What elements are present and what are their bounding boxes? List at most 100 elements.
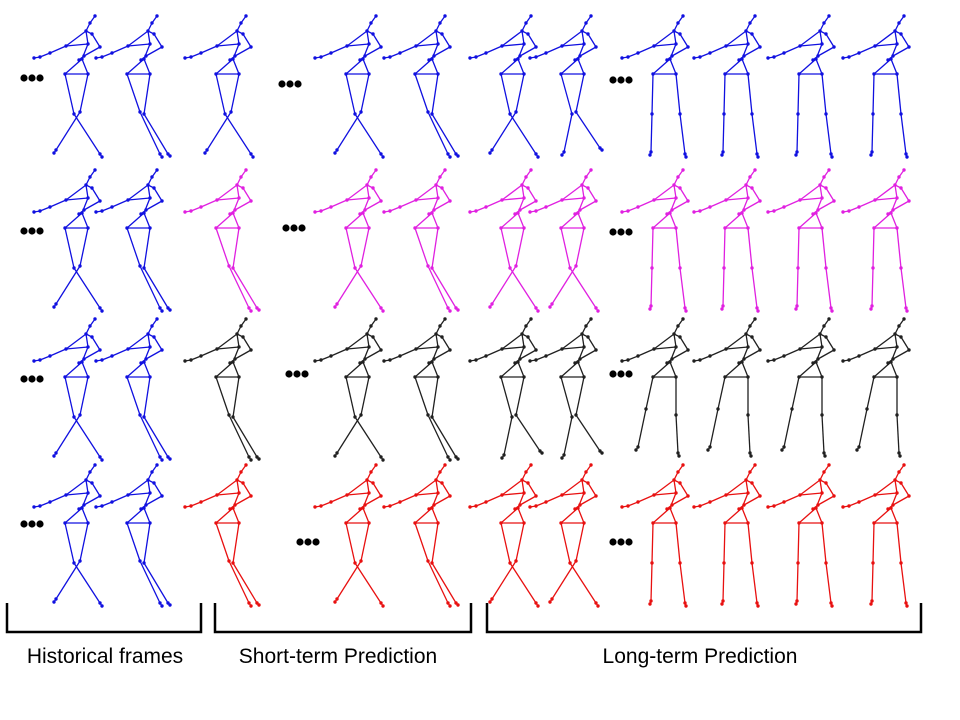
joint bbox=[237, 491, 241, 495]
bone bbox=[362, 58, 370, 75]
joint bbox=[345, 44, 349, 48]
joint bbox=[534, 348, 538, 352]
joint bbox=[138, 559, 142, 563]
bone bbox=[799, 346, 823, 350]
bone bbox=[143, 267, 169, 309]
bone bbox=[127, 197, 151, 201]
joint bbox=[379, 306, 383, 310]
skeleton-row-3-frame-11 bbox=[841, 317, 911, 458]
joint bbox=[580, 478, 584, 482]
bone bbox=[517, 361, 525, 378]
joint bbox=[594, 45, 598, 49]
bone bbox=[747, 414, 751, 454]
joint bbox=[239, 324, 243, 328]
bone bbox=[821, 73, 827, 115]
skeleton-row-3-frame-2 bbox=[94, 317, 172, 462]
joint bbox=[724, 493, 728, 497]
joint bbox=[484, 500, 488, 504]
joint bbox=[824, 32, 828, 36]
joint bbox=[344, 521, 348, 525]
bone bbox=[871, 562, 874, 602]
bone bbox=[815, 507, 823, 524]
joint bbox=[676, 470, 680, 474]
bone bbox=[519, 495, 537, 506]
bone bbox=[190, 206, 202, 212]
bone bbox=[725, 197, 749, 201]
joint bbox=[740, 211, 744, 215]
bone bbox=[354, 416, 382, 458]
joint bbox=[594, 348, 598, 352]
skeleton-row-2-frame-1 bbox=[32, 168, 104, 313]
bone bbox=[745, 333, 749, 348]
joint bbox=[436, 42, 440, 46]
joint bbox=[528, 505, 532, 509]
bone bbox=[190, 52, 202, 58]
joint bbox=[794, 153, 798, 157]
joint bbox=[678, 335, 682, 339]
bone bbox=[216, 184, 238, 201]
joint bbox=[72, 112, 76, 116]
bone bbox=[669, 212, 677, 229]
joint bbox=[367, 196, 371, 200]
joint bbox=[540, 451, 544, 455]
ellipsis-dot bbox=[625, 370, 633, 378]
bone bbox=[83, 200, 101, 211]
joint bbox=[895, 42, 899, 46]
joint bbox=[358, 507, 362, 511]
bone bbox=[360, 522, 370, 562]
bone bbox=[414, 522, 429, 562]
joint bbox=[203, 151, 207, 155]
joint bbox=[824, 112, 828, 116]
bone bbox=[501, 333, 523, 350]
joint bbox=[448, 348, 452, 352]
ellipsis-dot bbox=[617, 370, 625, 378]
skeleton-row-3-frame-3 bbox=[183, 317, 261, 462]
joint bbox=[871, 112, 875, 116]
joint bbox=[544, 354, 548, 358]
long-term-bracket bbox=[485, 603, 923, 634]
joint bbox=[772, 209, 776, 213]
joint bbox=[708, 51, 712, 55]
joint bbox=[371, 186, 375, 190]
joint bbox=[818, 478, 822, 482]
joint bbox=[897, 324, 901, 328]
joint bbox=[582, 196, 586, 200]
bone bbox=[796, 562, 799, 602]
bone bbox=[503, 416, 513, 456]
joint bbox=[570, 112, 574, 116]
joint bbox=[589, 463, 593, 467]
joint bbox=[524, 21, 528, 25]
bone bbox=[65, 184, 87, 201]
joint bbox=[490, 302, 494, 306]
joint bbox=[772, 504, 776, 508]
joint bbox=[142, 415, 146, 419]
bone bbox=[651, 227, 654, 269]
joint bbox=[594, 601, 598, 605]
joint bbox=[905, 309, 909, 313]
joint bbox=[818, 183, 822, 187]
bone bbox=[65, 43, 89, 47]
joint bbox=[766, 505, 770, 509]
joint bbox=[148, 196, 152, 200]
joint bbox=[100, 309, 104, 313]
joint bbox=[841, 359, 845, 363]
joint bbox=[231, 561, 235, 565]
joint bbox=[672, 332, 676, 336]
joint bbox=[902, 14, 906, 18]
bone bbox=[126, 73, 141, 113]
skeleton-row-2-frame-3 bbox=[183, 168, 261, 313]
bone bbox=[147, 333, 151, 348]
joint bbox=[692, 505, 696, 509]
joint bbox=[772, 55, 776, 59]
joint bbox=[100, 209, 104, 213]
joint bbox=[231, 211, 235, 215]
bone bbox=[433, 349, 451, 360]
joint bbox=[215, 198, 219, 202]
bone bbox=[871, 113, 874, 153]
bone bbox=[111, 45, 129, 54]
ellipsis-dot bbox=[36, 74, 44, 82]
bone bbox=[190, 355, 202, 361]
skeleton-row-4-frame-3 bbox=[183, 463, 261, 608]
joint bbox=[344, 226, 348, 230]
joint bbox=[756, 155, 760, 159]
